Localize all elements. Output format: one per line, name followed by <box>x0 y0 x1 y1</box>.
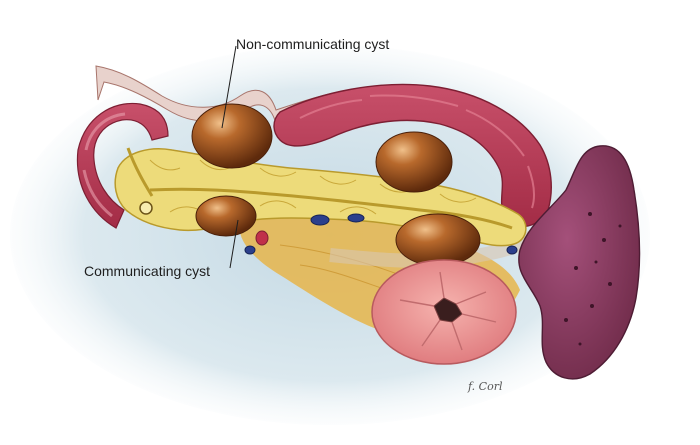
leader-noncomm <box>221 45 237 129</box>
label-non-communicating-cyst: Non-communicating cyst <box>236 36 390 52</box>
artist-signature: f. Corl <box>468 380 503 393</box>
leader-comm <box>229 219 239 269</box>
duodenum-folds <box>399 271 497 351</box>
bile-duct-lumen <box>139 201 153 215</box>
cyst-stomach <box>375 131 453 193</box>
cyst-lower <box>395 213 481 267</box>
stomach-rugae <box>299 94 536 209</box>
bile-duct <box>126 147 154 197</box>
communicating-cyst <box>195 195 257 237</box>
pancreatic-duct <box>149 187 513 230</box>
label-communicating-cyst: Communicating cyst <box>84 263 211 279</box>
vessel-1 <box>310 214 330 226</box>
spleen <box>518 145 641 380</box>
vessel-3 <box>255 230 269 246</box>
pancreas-lobules <box>149 159 477 221</box>
vessel-4 <box>244 245 256 255</box>
stomach-left-fold <box>76 102 169 229</box>
vessel-2 <box>347 213 365 223</box>
non-communicating-cyst <box>191 103 273 169</box>
spleen-texture <box>564 212 622 346</box>
vessel-5 <box>506 245 518 255</box>
